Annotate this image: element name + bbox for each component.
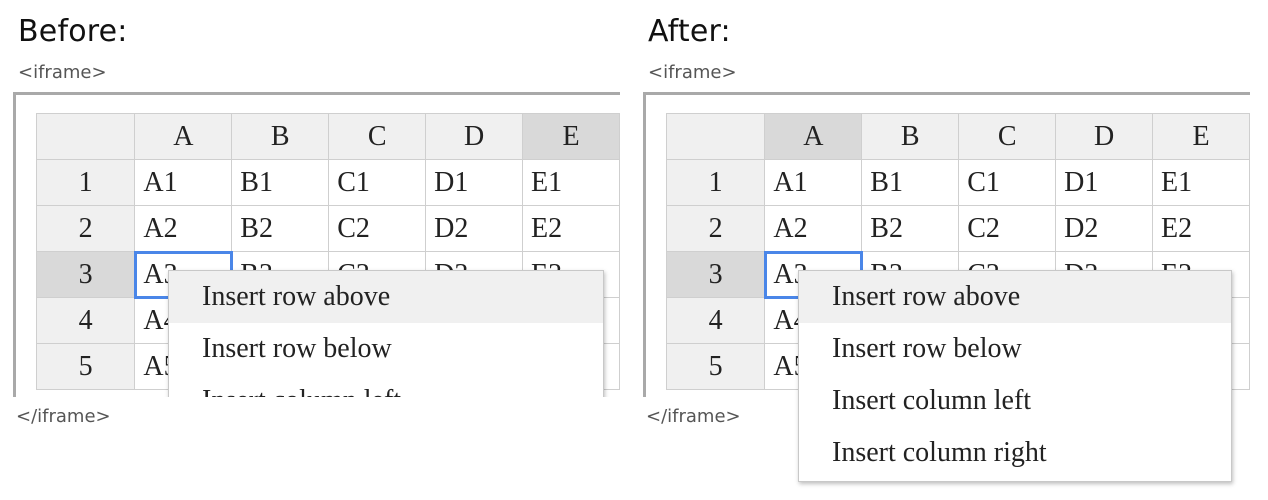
cell-a1[interactable]: A1 [764, 159, 863, 206]
cell-e2[interactable]: E2 [1152, 205, 1250, 252]
after-heading: After: [648, 14, 731, 49]
cell-a1[interactable]: A1 [134, 159, 233, 206]
row-header-1[interactable]: 1 [665, 159, 766, 206]
column-header-d[interactable]: D [425, 113, 524, 160]
cell-b2[interactable]: B2 [861, 205, 960, 252]
column-header-c[interactable]: C [328, 113, 427, 160]
cell-a2[interactable]: A2 [134, 205, 233, 252]
iframe-close-tag: </iframe> [646, 406, 741, 427]
column-header-e[interactable]: E [522, 113, 620, 160]
cell-c2[interactable]: C2 [958, 205, 1057, 252]
row-header-2[interactable]: 2 [665, 205, 766, 252]
menu-item-insert-column-right[interactable]: Insert column right [832, 437, 1047, 468]
menu-item-insert-row-below[interactable]: Insert row below [202, 333, 392, 364]
row-header-5[interactable]: 5 [665, 343, 766, 390]
cell-d1[interactable]: D1 [425, 159, 524, 206]
corner-header[interactable] [35, 113, 136, 160]
cell-b1[interactable]: B1 [861, 159, 960, 206]
menu-item-insert-column-left[interactable]: Insert column left [169, 375, 603, 397]
column-header-d[interactable]: D [1055, 113, 1154, 160]
row-header-4[interactable]: 4 [35, 297, 136, 344]
cell-b2[interactable]: B2 [231, 205, 330, 252]
row-header-5[interactable]: 5 [35, 343, 136, 390]
iframe-frame: ABCDE1A1B1C1D1E12A2B2C2D2E23A3B3C3D3E34A… [643, 92, 1250, 482]
iframe-viewport[interactable]: ABCDE1A1B1C1D1E12A2B2C2D2E23A3B3C3D3E34A… [16, 95, 620, 397]
menu-item-insert-row-below[interactable]: Insert row below [832, 333, 1022, 364]
cell-e1[interactable]: E1 [1152, 159, 1250, 206]
cell-c1[interactable]: C1 [328, 159, 427, 206]
cell-c2[interactable]: C2 [328, 205, 427, 252]
cell-d1[interactable]: D1 [1055, 159, 1154, 206]
cell-a2[interactable]: A2 [764, 205, 863, 252]
row-header-4[interactable]: 4 [665, 297, 766, 344]
cell-d2[interactable]: D2 [1055, 205, 1154, 252]
row-header-2[interactable]: 2 [35, 205, 136, 252]
corner-header[interactable] [665, 113, 766, 160]
column-header-c[interactable]: C [958, 113, 1057, 160]
cell-e2[interactable]: E2 [522, 205, 620, 252]
row-header-3[interactable]: 3 [35, 251, 136, 298]
cell-d2[interactable]: D2 [425, 205, 524, 252]
menu-item-insert-column-left[interactable]: Insert column left [832, 385, 1032, 416]
cell-e1[interactable]: E1 [522, 159, 620, 206]
cell-b1[interactable]: B1 [231, 159, 330, 206]
menu-item-insert-row-above[interactable]: Insert row above [169, 271, 603, 323]
before-heading: Before: [18, 14, 128, 49]
menu-item-insert-row-above[interactable]: Insert row above [799, 271, 1231, 323]
column-header-e[interactable]: E [1152, 113, 1250, 160]
iframe-open-tag: <iframe> [648, 62, 737, 83]
row-header-3[interactable]: 3 [665, 251, 766, 298]
iframe-close-tag: </iframe> [16, 406, 111, 427]
iframe-open-tag: <iframe> [18, 62, 107, 83]
column-header-b[interactable]: B [231, 113, 330, 160]
row-header-1[interactable]: 1 [35, 159, 136, 206]
column-header-a[interactable]: A [764, 113, 863, 160]
iframe-frame: ABCDE1A1B1C1D1E12A2B2C2D2E23A3B3C3D3E34A… [13, 92, 620, 397]
column-header-a[interactable]: A [134, 113, 233, 160]
column-header-b[interactable]: B [861, 113, 960, 160]
cell-c1[interactable]: C1 [958, 159, 1057, 206]
